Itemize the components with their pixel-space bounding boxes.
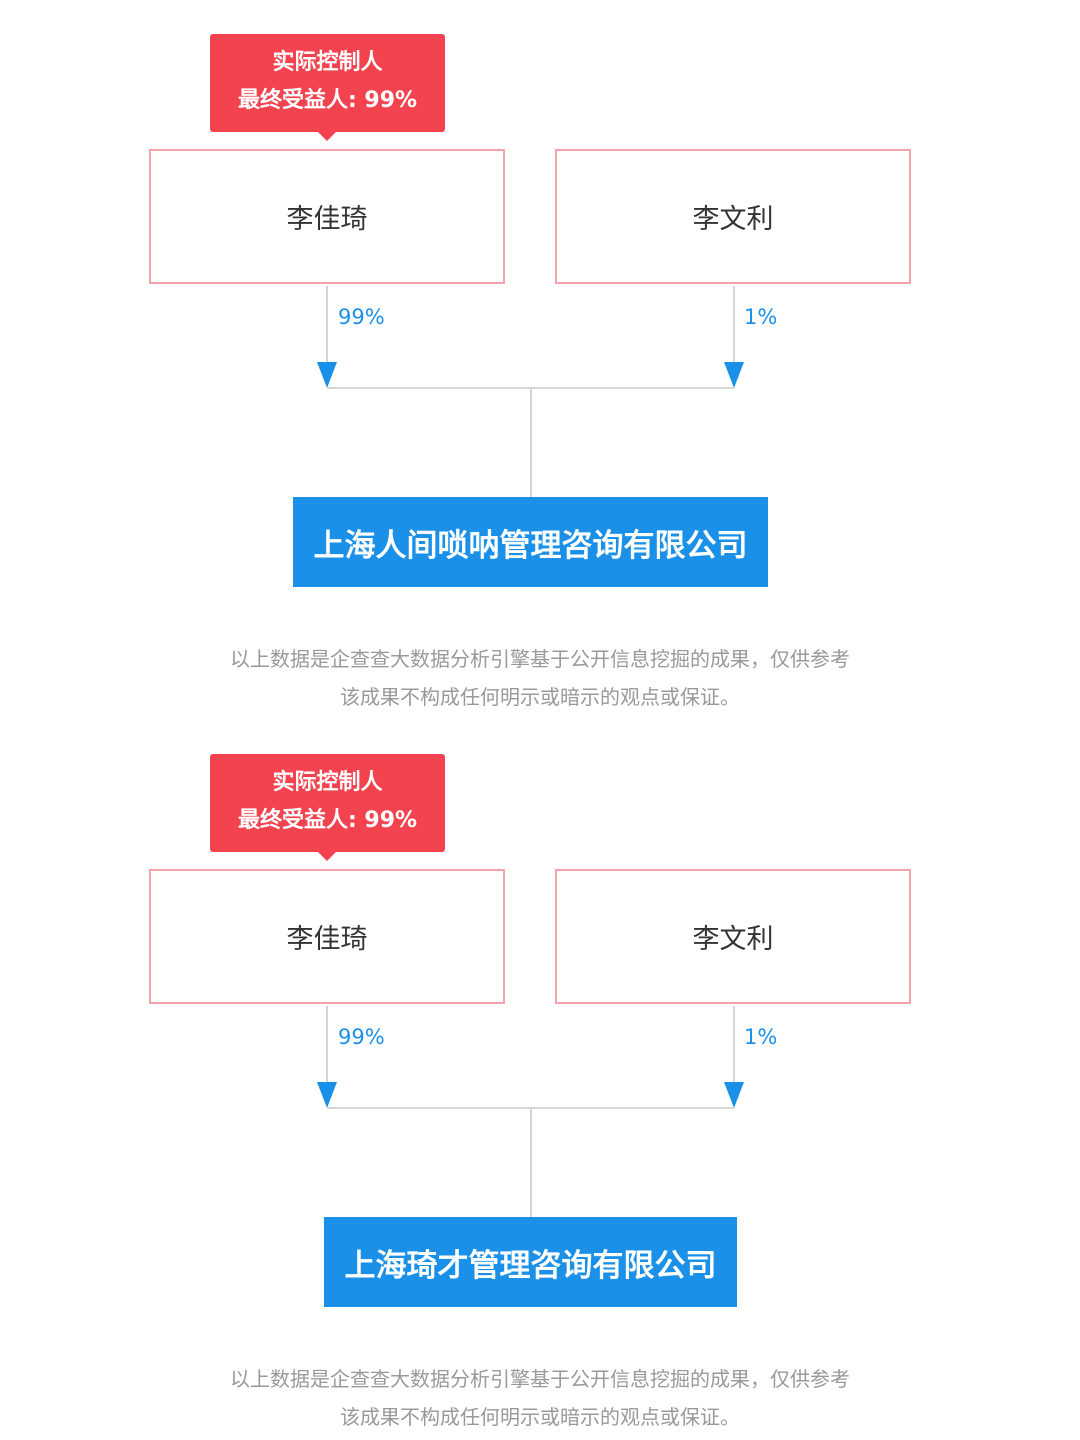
shareholder-name: 李文利 [692,924,774,955]
badge-beneficiary: 最终受益人: 99% [237,88,418,113]
equity-chart-1: 实际控制人 最终受益人: 99% 李佳琦 李文利 99% 1% 上海人间唢呐管理… [0,34,1080,716]
arrow-down-icon [317,1082,337,1108]
badge-title: 实际控制人 [272,770,383,795]
equity-chart-2: 实际控制人 最终受益人: 99% 李佳琦 李文利 99% 1% 上海琦才管理咨询… [0,720,1080,1440]
connector-line [326,1006,328,1086]
disclaimer-line: 该成果不构成任何明示或暗示的观点或保证。 [340,685,740,709]
arrow-down-icon [317,362,337,388]
company-box[interactable]: 上海琦才管理咨询有限公司 [324,1217,737,1307]
connector-line [530,389,532,497]
connector-line [327,387,735,389]
shareholder-card-li-jiaqi[interactable]: 李佳琦 [149,149,505,284]
badge-title: 实际控制人 [272,50,383,75]
controller-badge: 实际控制人 最终受益人: 99% [210,34,445,141]
disclaimer-line: 以上数据是企查查大数据分析引擎基于公开信息挖掘的成果，仅供参考 [230,1367,850,1391]
controller-badge: 实际控制人 最终受益人: 99% [210,754,445,861]
shareholder-name: 李佳琦 [286,204,368,235]
badge-beneficiary: 最终受益人: 99% [237,808,418,833]
connector-line [326,286,328,366]
disclaimer: 以上数据是企查查大数据分析引擎基于公开信息挖掘的成果，仅供参考 该成果不构成任何… [0,640,1080,716]
share-percent: 99% [338,1025,385,1049]
shareholder-card-li-jiaqi[interactable]: 李佳琦 [149,869,505,1004]
company-box[interactable]: 上海人间唢呐管理咨询有限公司 [293,497,768,587]
disclaimer-line: 该成果不构成任何明示或暗示的观点或保证。 [340,1405,740,1429]
disclaimer: 以上数据是企查查大数据分析引擎基于公开信息挖掘的成果，仅供参考 该成果不构成任何… [0,1360,1080,1436]
company-name: 上海人间唢呐管理咨询有限公司 [313,527,748,564]
arrow-down-icon [724,1082,744,1108]
shareholder-card-li-wenli[interactable]: 李文利 [555,869,911,1004]
connector-line [733,1006,735,1086]
connector-line [327,1107,735,1109]
connector-line [733,286,735,366]
disclaimer-line: 以上数据是企查查大数据分析引擎基于公开信息挖掘的成果，仅供参考 [230,647,850,671]
share-percent: 1% [744,305,778,329]
shareholder-card-li-wenli[interactable]: 李文利 [555,149,911,284]
share-percent: 99% [338,305,385,329]
shareholder-name: 李佳琦 [286,924,368,955]
company-name: 上海琦才管理咨询有限公司 [344,1247,717,1284]
connector-line [530,1109,532,1217]
shareholder-name: 李文利 [692,204,774,235]
arrow-down-icon [724,362,744,388]
share-percent: 1% [744,1025,778,1049]
